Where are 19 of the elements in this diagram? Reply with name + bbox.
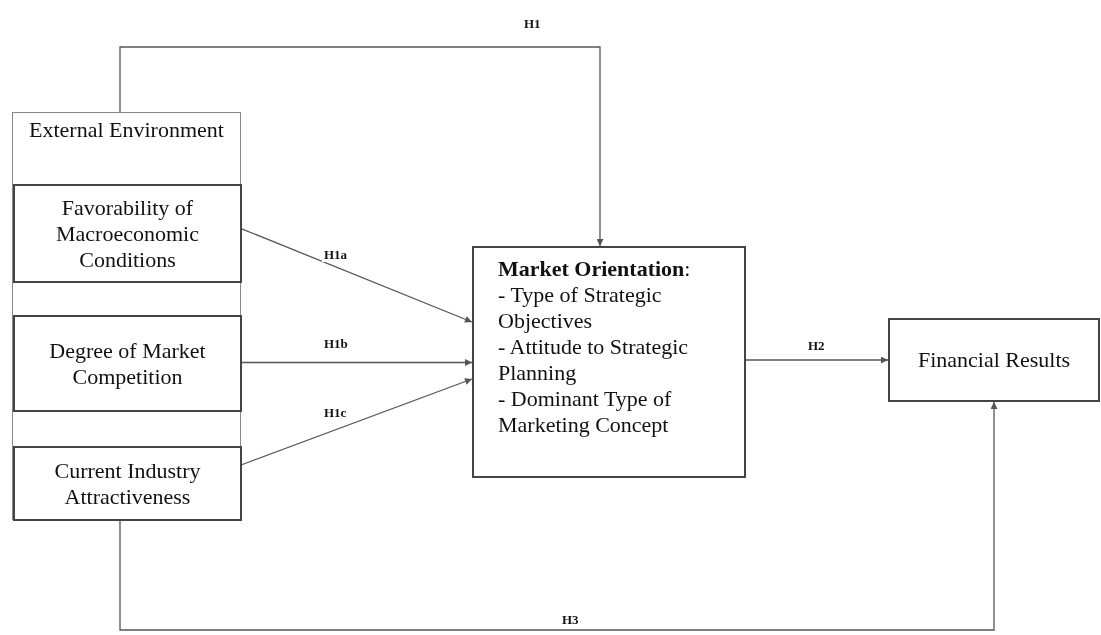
arrow — [119, 46, 604, 247]
factor-box — [888, 318, 1100, 402]
box-label: Current Industry Attractiveness — [53, 457, 202, 510]
factor-box — [13, 315, 242, 412]
box-label: Financial Results — [916, 347, 1072, 373]
list-item: - Type of Strategic Objectives — [498, 282, 663, 334]
group-box — [12, 112, 241, 520]
group-heading: External Environment — [28, 117, 225, 143]
edge-label: H1b — [322, 336, 350, 351]
factor-box — [472, 246, 746, 478]
arrow — [119, 401, 998, 631]
box-label: Degree of Market Competition — [48, 337, 207, 390]
list-item: - Attitude to Strategic Planning — [498, 334, 690, 386]
box-label: Favorability of Macroeconomic Conditions — [55, 194, 200, 273]
factor-box — [13, 184, 242, 283]
arrow — [745, 356, 889, 364]
factor-box — [13, 446, 242, 521]
list-item: - Dominant Type of Marketing Concept — [498, 386, 673, 438]
box-heading: Market Orientation: — [498, 256, 692, 282]
